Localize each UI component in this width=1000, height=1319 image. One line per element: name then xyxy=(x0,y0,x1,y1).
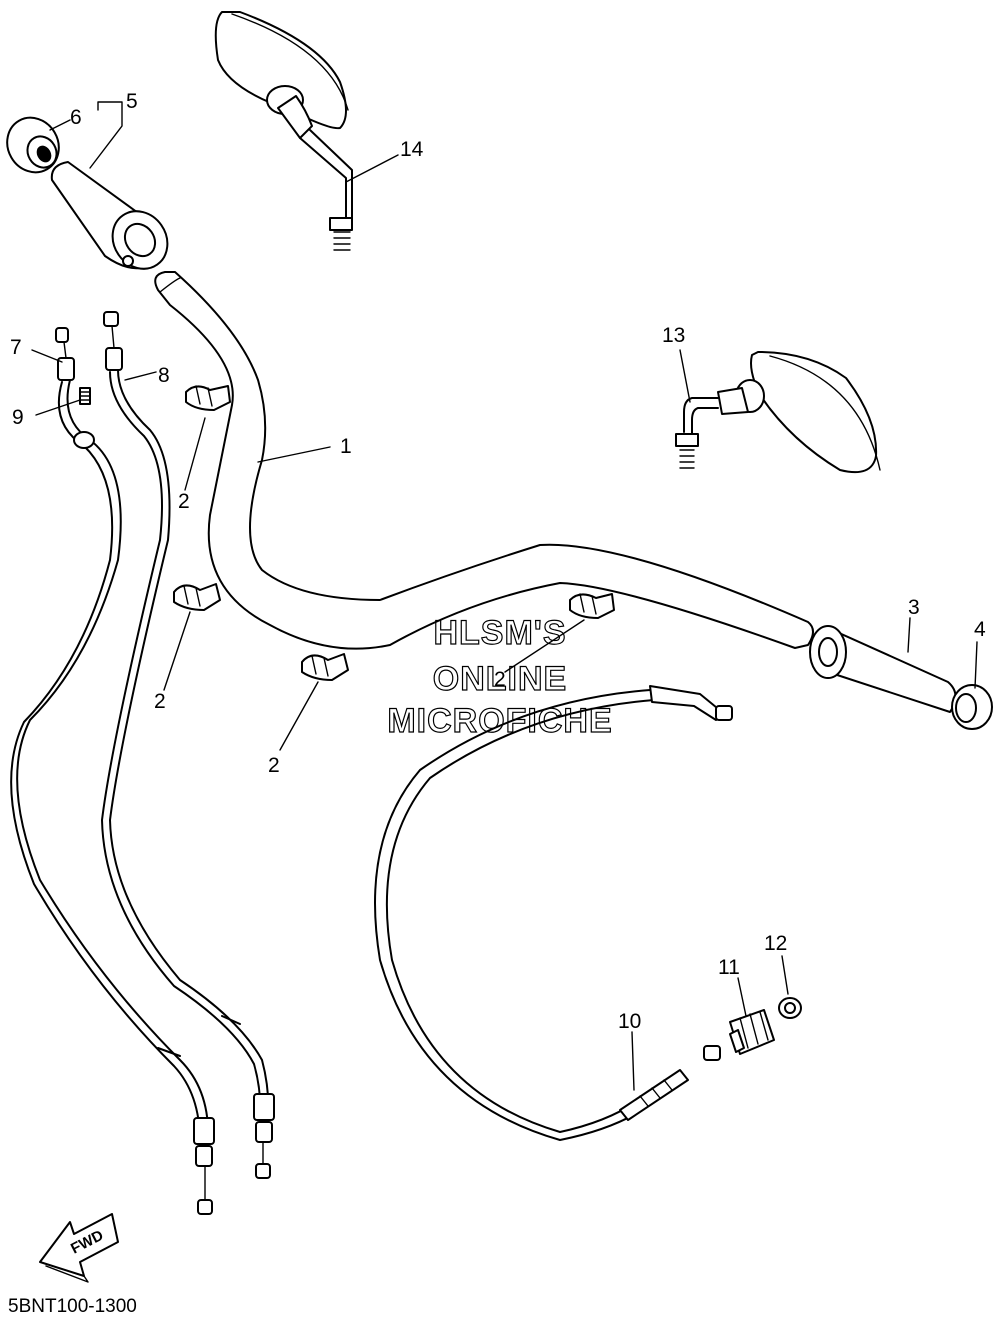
callout-8: 8 xyxy=(158,364,170,387)
callout-1: 1 xyxy=(340,435,352,458)
lock-nut-12 xyxy=(778,997,802,1019)
left-mirror xyxy=(214,11,353,251)
callout-7: 7 xyxy=(10,336,22,359)
fwd-direction-arrow: FWD xyxy=(39,1213,119,1283)
right-grip xyxy=(809,625,957,713)
callout-5: 5 xyxy=(126,90,138,113)
right-mirror xyxy=(675,351,881,474)
cable-holder-3 xyxy=(301,653,349,681)
callout-13: 13 xyxy=(662,324,685,347)
callout-2-lower: 2 xyxy=(268,754,280,777)
throttle-cable-assembly xyxy=(10,311,275,1215)
callout-numbers: 1 2 2 2 2 3 4 5 6 7 8 9 10 11 12 13 14 xyxy=(10,90,986,1033)
cable-holder-1 xyxy=(185,385,231,411)
diagram-code: 5BNT100-1300 xyxy=(8,1296,137,1317)
right-grip-end xyxy=(951,684,993,730)
handlebar xyxy=(154,271,814,650)
cable-holder-4 xyxy=(569,593,615,619)
callout-12: 12 xyxy=(764,932,787,955)
callout-3: 3 xyxy=(908,596,920,619)
grip-end-weight xyxy=(6,116,60,174)
cable-adjuster-nut-11 xyxy=(729,1009,775,1055)
callout-11: 11 xyxy=(718,956,740,979)
callout-2-left: 2 xyxy=(154,690,166,713)
callout-2-upper: 2 xyxy=(178,490,190,513)
watermark: HLSM'S ONLINE MICROFICHE xyxy=(387,613,613,740)
callout-4: 4 xyxy=(974,618,986,641)
clutch-cable xyxy=(374,685,733,1141)
watermark-line-3: MICROFICHE xyxy=(387,702,612,740)
callout-6: 6 xyxy=(70,106,82,129)
left-grip xyxy=(50,161,169,270)
watermark-line-1: HLSM'S xyxy=(433,614,566,652)
callout-2-right: 2 xyxy=(494,668,506,691)
watermark-line-2: ONLINE xyxy=(433,660,567,698)
callout-14: 14 xyxy=(400,138,424,161)
cable-holder-2 xyxy=(173,583,221,611)
callout-10: 10 xyxy=(618,1010,641,1033)
leader-lines xyxy=(31,101,978,1091)
callout-9: 9 xyxy=(12,406,24,429)
